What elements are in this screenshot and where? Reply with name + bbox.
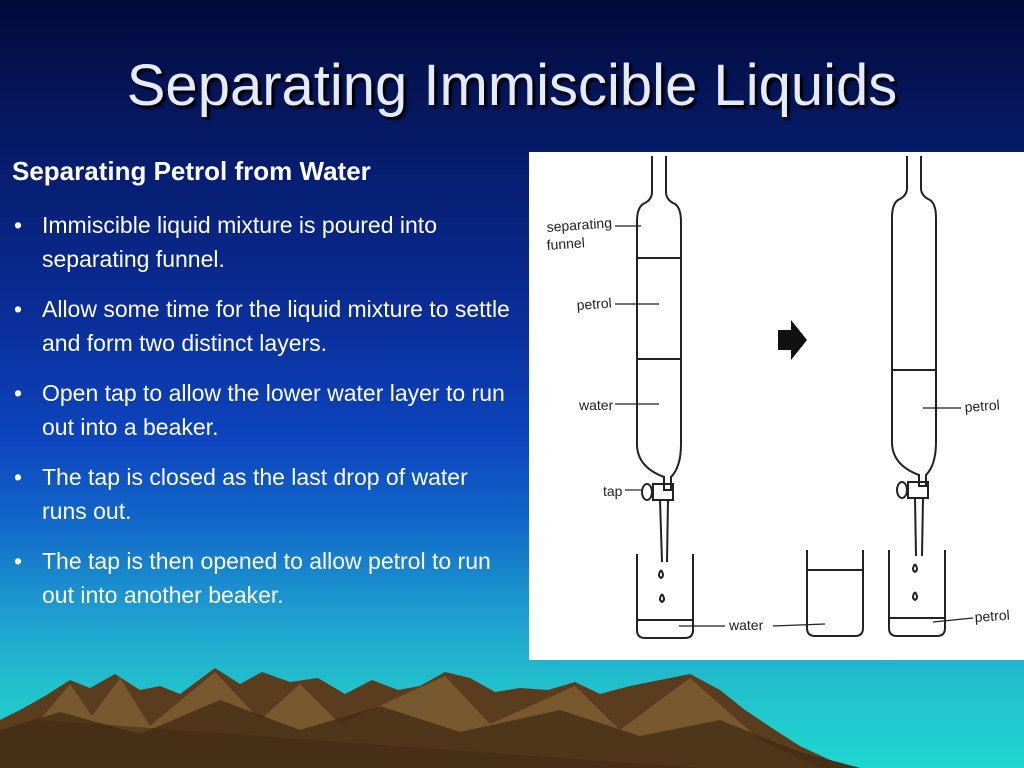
bullet-icon: • — [14, 464, 23, 490]
bullet-item: • The tap is closed as the last drop of w… — [10, 460, 515, 528]
label-separating: separating — [546, 214, 612, 235]
left-funnel — [636, 156, 682, 563]
bullet-icon: • — [14, 380, 23, 406]
separating-funnel-diagram: separating funnel petrol water tap water… — [529, 152, 1024, 660]
label-petrol-beaker: petrol — [974, 607, 1010, 625]
drop-icon — [912, 591, 918, 602]
middle-beaker — [806, 550, 864, 637]
bullet-icon: • — [14, 212, 23, 238]
diagram-svg: separating funnel petrol water tap water… — [546, 156, 1010, 639]
label-water-beaker: water — [728, 617, 764, 633]
bullet-item: • Allow some time for the liquid mixture … — [10, 292, 515, 360]
bullet-text: The tap is then opened to allow petrol t… — [42, 548, 491, 608]
label-tap: tap — [603, 483, 623, 499]
bullet-icon: • — [14, 548, 23, 574]
label-water-left: water — [578, 397, 614, 413]
left-beaker — [636, 554, 694, 639]
bullet-list: • Immiscible liquid mixture is poured int… — [10, 208, 515, 628]
bullet-item: • Immiscible liquid mixture is poured int… — [10, 208, 515, 276]
slide-title: Separating Immiscible Liquids — [126, 53, 898, 118]
bullet-item: • The tap is then opened to allow petrol … — [10, 544, 515, 612]
bullet-text: The tap is closed as the last drop of wa… — [42, 464, 468, 524]
drop-icon — [659, 593, 665, 604]
bullet-text: Immiscible liquid mixture is poured into… — [42, 212, 437, 272]
label-petrol-right: petrol — [964, 397, 1000, 415]
bullet-text: Open tap to allow the lower water layer … — [42, 380, 505, 440]
label-petrol-left: petrol — [576, 295, 612, 313]
right-arrow-icon — [778, 320, 807, 360]
drop-icon — [912, 563, 918, 574]
right-beaker — [888, 550, 946, 637]
mountain-range-decoration — [0, 668, 860, 768]
section-subtitle: Separating Petrol from Water — [12, 156, 371, 186]
bullet-item: • Open tap to allow the lower water layer… — [10, 376, 515, 444]
drop-icon — [658, 569, 664, 580]
right-funnel — [891, 156, 937, 557]
label-funnel: funnel — [546, 234, 585, 253]
bullet-icon: • — [14, 296, 23, 322]
bullet-text: Allow some time for the liquid mixture t… — [42, 296, 510, 356]
